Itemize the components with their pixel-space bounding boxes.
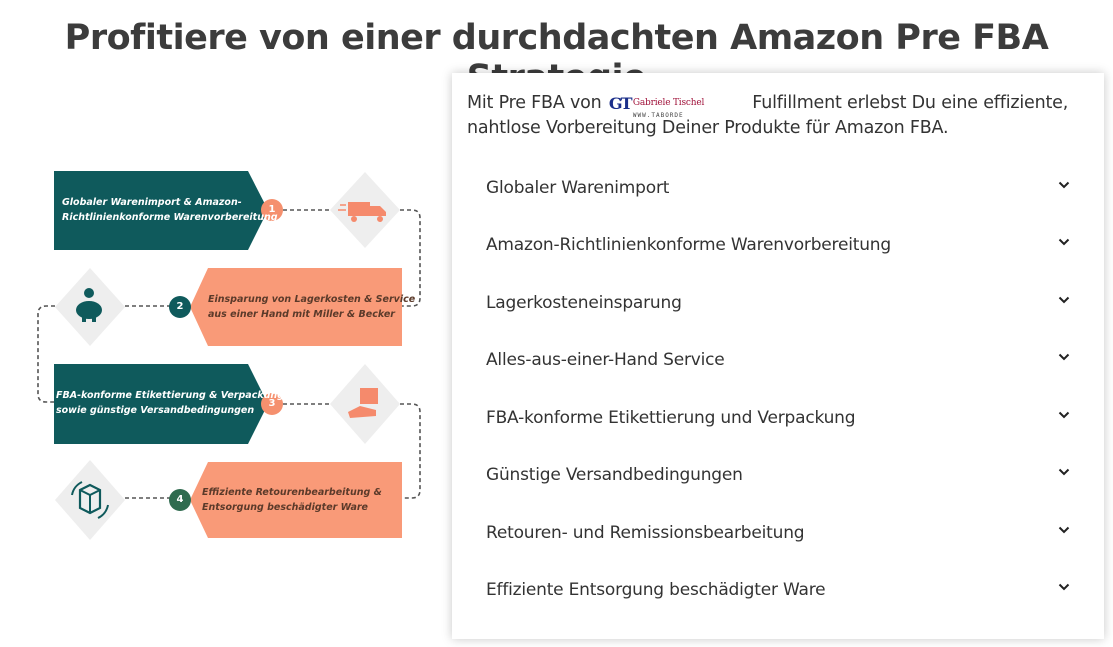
intro-text: Mit Pre FBA von GT Gabriele Tischel WWW.… xyxy=(467,91,1092,141)
step-1-line2: Richtlinienkonforme Warenvorbereitung xyxy=(62,212,278,223)
dashed-connectors xyxy=(37,209,421,499)
step-4-line1: Effiziente Retourenbearbeitung & xyxy=(202,487,382,498)
logo-name: Gabriele Tischel xyxy=(632,98,705,108)
package-hand-icon xyxy=(330,364,400,444)
chevron-down-icon[interactable] xyxy=(1058,179,1070,191)
logo-url: WWW.TABORDE xyxy=(632,112,684,119)
chevron-down-icon[interactable] xyxy=(1058,236,1070,248)
step-3-line2: sowie günstige Versandbedingungen xyxy=(56,405,255,416)
chevron-down-icon[interactable] xyxy=(1058,466,1070,478)
delivery-truck-icon xyxy=(330,172,400,248)
step-3-line1: FBA-konforme Etikettierung & Verpackung xyxy=(56,390,284,401)
step-2-banner xyxy=(190,268,402,346)
step-3-number: 3 xyxy=(268,398,276,409)
accordion-item-versandbedingungen[interactable]: Günstige Versandbedingungen xyxy=(452,447,1104,505)
step-1-banner xyxy=(54,171,268,250)
intro-after: Fulfillment erlebst Du eine effiziente, … xyxy=(467,93,1069,138)
chevron-down-icon[interactable] xyxy=(1058,351,1070,363)
company-logo: GT Gabriele Tischel WWW.TABORDE xyxy=(607,91,747,119)
accordion-item-lagerkosteneinsparung[interactable]: Lagerkosteneinsparung xyxy=(452,274,1104,332)
chevron-down-icon[interactable] xyxy=(1058,524,1070,536)
chevron-down-icon[interactable] xyxy=(1058,581,1070,593)
step-3-text: FBA-konforme Etikettierung & Verpackung … xyxy=(56,388,284,418)
recycle-box-icon xyxy=(55,460,125,540)
accordion-item-alles-aus-einer-hand[interactable]: Alles-aus-einer-Hand Service xyxy=(452,332,1104,390)
step-4-text: Effiziente Retourenbearbeitung & Entsorg… xyxy=(202,485,382,515)
chevron-down-icon[interactable] xyxy=(1058,409,1070,421)
process-infographic: Globaler Warenimport & Amazon- Richtlini… xyxy=(0,150,440,570)
piggy-bank-icon xyxy=(55,268,125,346)
step-4-line2: Entsorgung beschädigter Ware xyxy=(202,502,369,513)
logo-mark: GT xyxy=(608,94,633,113)
infographic-graphic xyxy=(37,171,421,540)
step-1-badge xyxy=(261,199,283,221)
step-1-number: 1 xyxy=(268,204,276,215)
accordion-label: Günstige Versandbedingungen xyxy=(486,465,743,486)
accordion-item-globaler-warenimport[interactable]: Globaler Warenimport xyxy=(452,159,1104,217)
step-2-number: 2 xyxy=(176,301,184,312)
accordion-item-warenvorbereitung[interactable]: Amazon-Richtlinienkonforme Warenvorberei… xyxy=(452,217,1104,275)
accordion-label: FBA-konforme Etikettierung und Verpackun… xyxy=(486,407,856,428)
accordion-item-etikettierung[interactable]: FBA-konforme Etikettierung und Verpackun… xyxy=(452,389,1104,447)
step-3-badge xyxy=(261,393,283,415)
accordion-label: Effiziente Entsorgung beschädigter Ware xyxy=(486,580,826,601)
intro-before: Mit Pre FBA von xyxy=(467,93,602,113)
step-1-text: Globaler Warenimport & Amazon- Richtlini… xyxy=(62,195,278,225)
step-4-number: 4 xyxy=(176,494,184,505)
accordion-label: Retouren- und Remissionsbearbeitung xyxy=(486,522,805,543)
accordion: Globaler Warenimport Amazon-Richtlinienk… xyxy=(452,159,1104,619)
step-2-text: Einsparung von Lagerkosten & Service aus… xyxy=(208,292,415,322)
step-3-banner xyxy=(54,364,268,444)
accordion-item-entsorgung[interactable]: Effiziente Entsorgung beschädigter Ware xyxy=(452,562,1104,620)
accordion-label: Globaler Warenimport xyxy=(486,177,670,198)
accordion-label: Alles-aus-einer-Hand Service xyxy=(486,350,725,371)
step-4-banner xyxy=(190,462,402,538)
chevron-down-icon[interactable] xyxy=(1058,294,1070,306)
fba-info-panel: Mit Pre FBA von GT Gabriele Tischel WWW.… xyxy=(452,73,1104,639)
accordion-item-retouren[interactable]: Retouren- und Remissionsbearbeitung xyxy=(452,504,1104,562)
accordion-label: Lagerkosteneinsparung xyxy=(486,292,682,313)
accordion-label: Amazon-Richtlinienkonforme Warenvorberei… xyxy=(486,235,891,256)
step-2-line1: Einsparung von Lagerkosten & Service xyxy=(208,294,416,305)
step-1-line1: Globaler Warenimport & Amazon- xyxy=(62,197,242,208)
step-4-badge xyxy=(169,489,191,511)
step-2-line2: aus einer Hand mit Miller & Becker xyxy=(208,309,395,320)
step-2-badge xyxy=(169,296,191,318)
